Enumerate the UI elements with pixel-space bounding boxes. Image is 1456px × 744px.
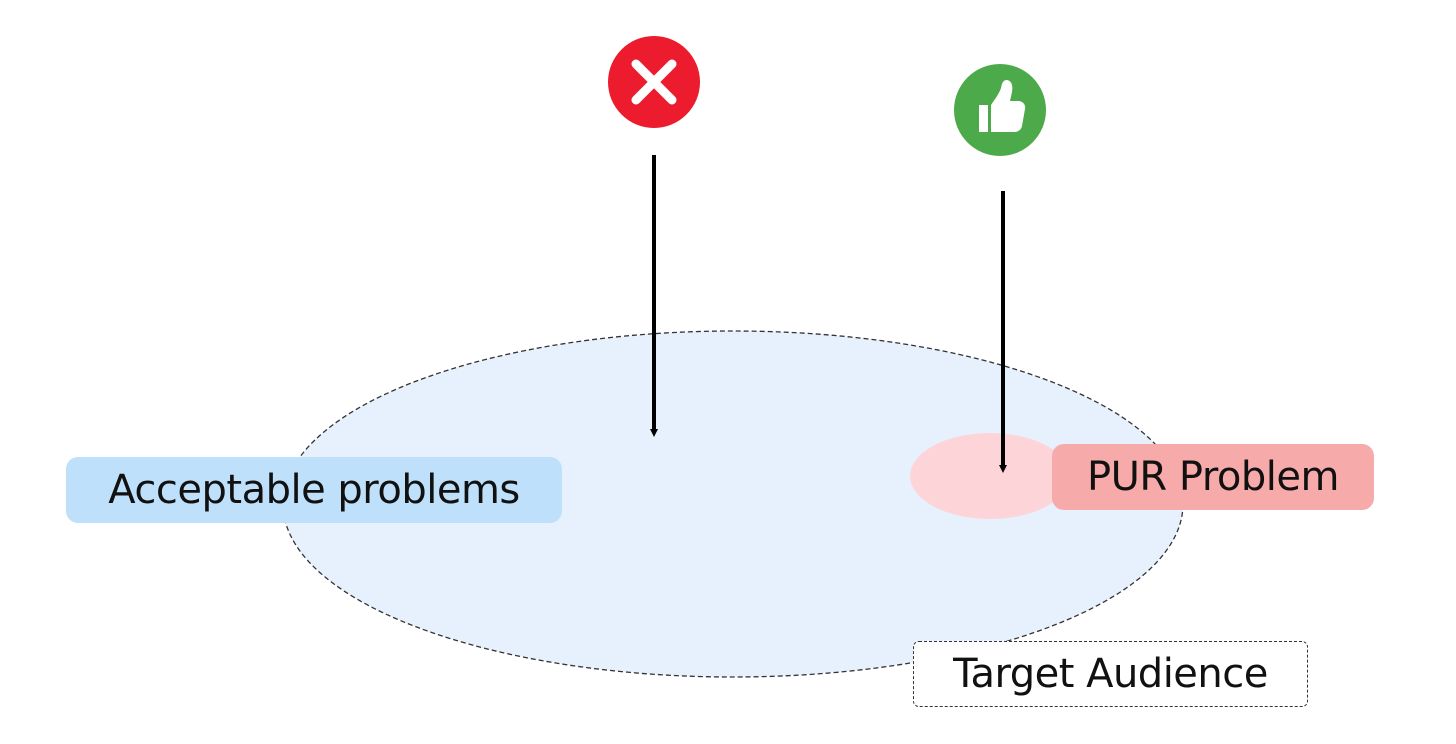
acceptable-problems-label: Acceptable problems: [66, 457, 562, 523]
pur-problem-label: PUR Problem: [1052, 444, 1374, 510]
target-audience-label: Target Audience: [913, 641, 1308, 707]
thumbs-up-icon: [954, 64, 1046, 156]
pur-problem-region: [910, 433, 1070, 519]
x-circle-icon: [608, 36, 700, 128]
